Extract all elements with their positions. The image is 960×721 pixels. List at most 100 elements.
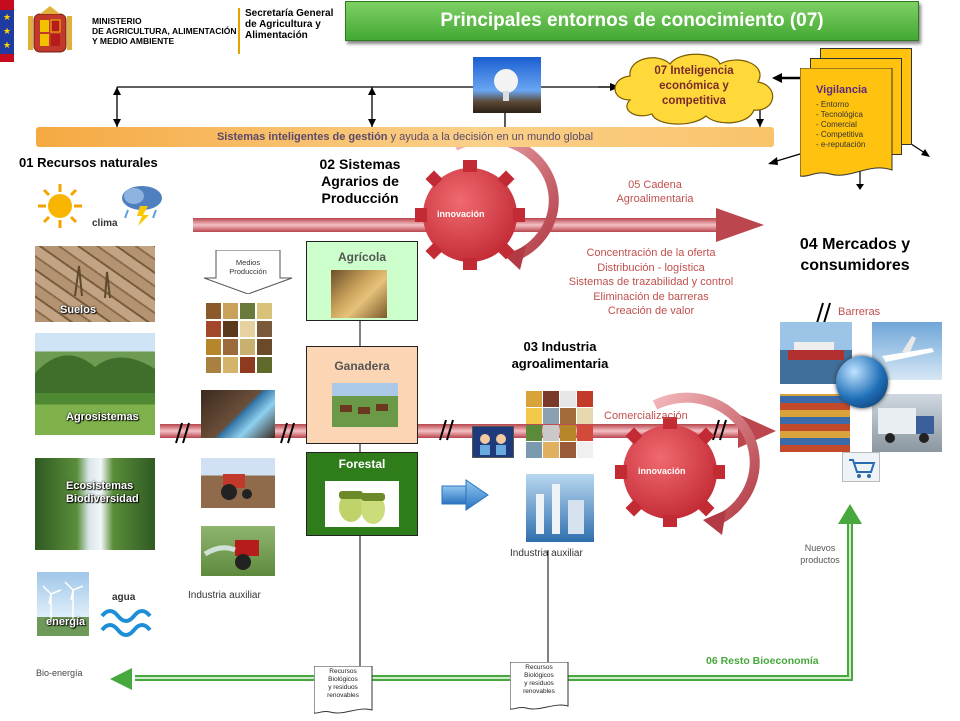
ministry-line: MINISTERIO — [92, 16, 142, 26]
industria-auxiliar-label-2: Industria auxiliar — [510, 548, 583, 559]
markets-title: 04 Mercados y consumidores — [780, 234, 930, 276]
ganadera-box: Ganadera — [306, 346, 418, 444]
secretariat-line: Alimentación — [245, 30, 308, 41]
bio-text: renovables — [523, 688, 555, 695]
coat-of-arms-icon — [24, 6, 76, 58]
bio-text: renovables — [327, 692, 359, 699]
vigilancia-item: - e-reputación — [816, 140, 866, 149]
bio-text: y residuos — [524, 680, 554, 687]
chain-item: Concentración de la oferta — [586, 247, 716, 259]
chain-item: Sistemas de trazabilidad y control — [568, 276, 734, 288]
industry-title-line: 03 Industria — [523, 339, 597, 354]
bio-resources-box-2: Recursos Biológicos y residuos renovable… — [509, 661, 570, 712]
bioeconomy-arrow — [135, 520, 853, 681]
chain-items: Concentración de la oferta Distribución … — [546, 246, 756, 319]
ecosystem-image — [35, 458, 155, 550]
markets-title-line: 04 Mercados y — [799, 236, 911, 253]
vigilancia-title: Vigilancia — [816, 84, 868, 96]
cadena-subtitle: Agroalimentaria — [616, 193, 694, 205]
comercializacion-label: Comercialización — [604, 410, 688, 422]
secretariat-box: Secretaría General de Agricultura y Alim… — [238, 8, 345, 54]
vigilancia-stack: Vigilancia - Entorno - Tecnológica - Com… — [800, 48, 915, 178]
intel-cloud: 07 Inteligencia económica y competitiva — [608, 50, 780, 126]
bio-text: Biológicos — [328, 676, 358, 683]
cattle-image — [332, 383, 398, 427]
ship-image — [780, 322, 852, 384]
industry-title-line: agroalimentaria — [511, 356, 609, 371]
chain-item: Creación de valor — [607, 305, 695, 317]
sun-icon — [36, 182, 84, 230]
biodiversidad-label: Biodiversidad — [66, 493, 139, 505]
agrarian-title-line: 02 Sistemas — [319, 156, 401, 172]
wind-turbines-image — [37, 572, 89, 636]
truck-image — [872, 394, 942, 452]
industry-title: 03 Industria agroalimentaria — [490, 338, 630, 372]
secretariat-line: de Agricultura y — [245, 19, 321, 30]
sprayer-tractor-image — [201, 526, 275, 576]
medios-produccion-arrow: Medios Producción — [203, 249, 294, 295]
agrosystem-image — [35, 333, 155, 435]
ministry-line: DE AGRICULTURA, ALIMENTACIÓN — [92, 26, 237, 36]
nuevos-label: Nuevos — [804, 543, 836, 553]
break-marks — [175, 302, 831, 444]
bio-text: Recursos — [329, 668, 357, 675]
medios-label: Medios — [235, 258, 261, 267]
blue-flow-arrow — [441, 479, 489, 511]
innovacion-label-bottom: innovación — [638, 466, 686, 476]
people-icon — [472, 426, 514, 458]
agrarian-title: 02 Sistemas Agrarios de Producción — [300, 156, 420, 207]
fertilizer-image — [201, 390, 275, 438]
resources-title: 01 Recursos naturales — [19, 155, 158, 170]
bio-resources-box-1: Recursos Biológicos y residuos renovable… — [313, 665, 374, 716]
vigilancia-item: - Comercial — [816, 120, 857, 129]
markets-title-line: consumidores — [800, 257, 910, 274]
productos-label: productos — [800, 555, 840, 565]
forestal-label: Forestal — [338, 457, 386, 471]
page-title: Principales entornos de conocimiento (07… — [345, 1, 919, 41]
tractor-image — [201, 458, 275, 508]
ecosistemas-label: Ecosistemas — [66, 480, 134, 492]
storm-cloud-icon — [118, 182, 166, 226]
bioenergia-label: Bio-energía — [36, 668, 83, 678]
ministry-name: MINISTERIO DE AGRICULTURA, ALIMENTACIÓN … — [92, 16, 237, 46]
forestal-box: Forestal — [306, 452, 418, 536]
food-collage-image — [525, 390, 595, 460]
agricola-box: Agrícola — [306, 241, 418, 321]
containers-image — [780, 394, 850, 452]
water-waves-icon — [98, 604, 156, 642]
industria-auxiliar-label-1: Industria auxiliar — [188, 590, 261, 601]
innovacion-gear-bottom — [615, 392, 760, 535]
ganadera-label: Ganadera — [334, 359, 390, 373]
shopping-cart-icon — [842, 452, 880, 482]
bio-text: Recursos — [525, 664, 553, 671]
energia-label: energía — [46, 616, 86, 628]
wheat-image — [331, 270, 387, 318]
banner-bold-text: Sistemas inteligentes de gestión — [216, 131, 388, 143]
banner-rest-text: y ayuda a la decisión en un mundo global — [387, 131, 594, 143]
agrosistemas-label: Agrosistemas — [66, 411, 139, 423]
suelos-label: Suelos — [60, 304, 97, 316]
seeds-grid-image — [205, 302, 275, 374]
globe-icon — [836, 356, 888, 408]
bio-text: Biológicos — [524, 672, 554, 679]
acorns-image — [325, 481, 399, 527]
cadena-title: 05 Cadena — [628, 179, 682, 191]
resto-bioeconomia-label: 06 Resto Bioeconomía — [706, 655, 819, 667]
intel-cloud-label: 07 Inteligencia económica y competitiva — [654, 65, 734, 107]
bio-text: y residuos — [328, 684, 358, 691]
clima-label: clima — [92, 218, 118, 229]
innovacion-label-top: innovación — [437, 209, 485, 219]
intelligent-systems-banner: Sistemas inteligentes de gestión y ayuda… — [36, 127, 774, 147]
innovacion-gear-top — [415, 133, 559, 270]
eu-flag: ★★★ — [0, 10, 14, 54]
produccion-label: Producción — [229, 267, 267, 276]
logistics-collage — [780, 322, 942, 452]
vigilancia-item: - Competitiva — [816, 130, 864, 139]
chain-item: Distribución - logística — [597, 261, 705, 274]
vigilancia-item: - Entorno — [816, 100, 849, 109]
dry-soil-image — [35, 246, 155, 322]
agricola-label: Agrícola — [337, 250, 386, 264]
chain-item: Eliminación de barreras — [593, 290, 709, 303]
ministry-line: Y MEDIO AMBIENTE — [92, 36, 175, 46]
vigilancia-item: - Tecnológica — [816, 110, 863, 119]
